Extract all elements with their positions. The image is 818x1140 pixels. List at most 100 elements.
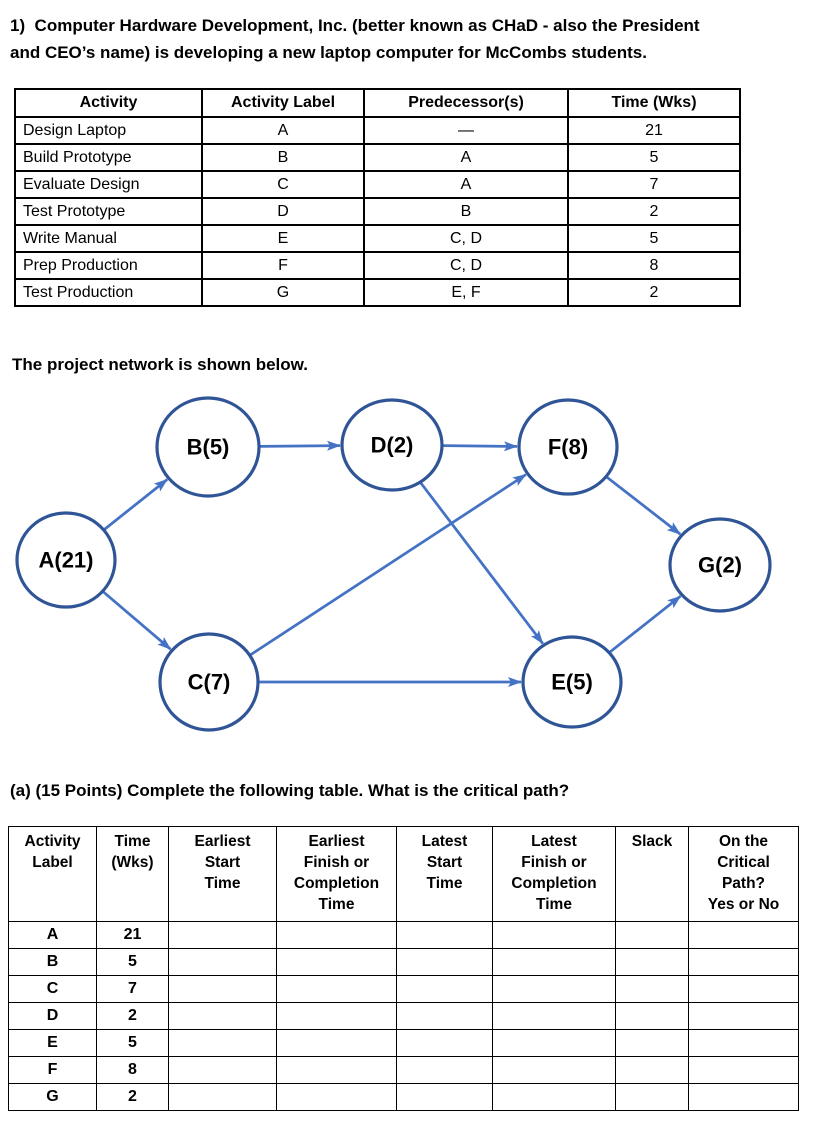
question-points: (15 Points) [35, 781, 123, 800]
activity-cell: E [201, 224, 365, 253]
answer-cell-empty [396, 1056, 493, 1084]
answer-cell: F [8, 1056, 97, 1084]
answer-cell-empty [396, 1002, 493, 1030]
answer-column-header: Time (Wks) [96, 826, 169, 922]
node-label-A: A(21) [38, 548, 93, 573]
activity-cell: 5 [567, 224, 741, 253]
answer-column-header: Activity Label [8, 826, 97, 922]
answer-cell-empty [688, 1083, 799, 1111]
activity-cell: C, D [363, 251, 569, 280]
answer-cell-empty [688, 975, 799, 1003]
node-label-C: C(7) [188, 670, 231, 695]
answer-cell-empty [492, 948, 616, 976]
question-text: Complete the following table. What is th… [122, 781, 570, 800]
edge-A-C [102, 590, 172, 651]
node-A: A(21) [15, 511, 117, 609]
activity-cell: 2 [567, 197, 741, 226]
answer-cell: 5 [96, 1029, 169, 1057]
project-network-diagram: A(21)B(5)C(7)D(2)E(5)F(8)G(2) [15, 396, 772, 732]
answer-cell-empty [492, 921, 616, 949]
node-circle-C [158, 632, 260, 732]
edge-A-B [103, 478, 169, 531]
node-D: D(2) [340, 398, 444, 492]
answer-cell-empty [492, 1083, 616, 1111]
activity-cell: 5 [567, 143, 741, 172]
node-C: C(7) [158, 632, 260, 732]
problem-statement: 1) Computer Hardware Development, Inc. (… [10, 16, 700, 62]
node-circle-E [521, 635, 623, 729]
activity-cell: 2 [567, 278, 741, 307]
activity-cell: A [363, 143, 569, 172]
answer-cell-empty [168, 1083, 277, 1111]
node-B: B(5) [155, 396, 261, 498]
edge-E-G [609, 595, 682, 654]
network-nodes: A(21)B(5)C(7)D(2)E(5)F(8)G(2) [15, 396, 772, 732]
answer-cell-empty [396, 1083, 493, 1111]
answer-cell-empty [688, 921, 799, 949]
answer-cell-empty [492, 1029, 616, 1057]
answer-cell-empty [276, 1002, 397, 1030]
answer-cell-empty [276, 1029, 397, 1057]
answer-cell-empty [276, 975, 397, 1003]
answer-cell: C [8, 975, 97, 1003]
activity-cell: B [201, 143, 365, 172]
answer-cell: G [8, 1083, 97, 1111]
edge-C-F [249, 473, 527, 656]
edge-D-F [442, 441, 519, 452]
answer-column-header: On the Critical Path? Yes or No [688, 826, 799, 922]
node-label-F: F(8) [548, 435, 588, 460]
activity-cell: Design Laptop [14, 116, 203, 145]
answer-cell-empty [615, 1002, 689, 1030]
answer-column-header: Earliest Finish or Completion Time [276, 826, 397, 922]
answer-cell: 8 [96, 1056, 169, 1084]
answer-column-header: Latest Start Time [396, 826, 493, 922]
answer-cell-empty [396, 1029, 493, 1057]
answer-column-header: Earliest Start Time [168, 826, 277, 922]
question-a: (a) (15 Points) Complete the following t… [10, 781, 810, 801]
answer-cell: D [8, 1002, 97, 1030]
node-circle-B [155, 396, 261, 498]
activity-column-header: Activity Label [201, 88, 365, 118]
edge-D-E [419, 482, 544, 645]
answer-cell-empty [615, 1056, 689, 1084]
answer-cell-empty [168, 1029, 277, 1057]
answer-cell-empty [276, 921, 397, 949]
answer-cell-empty [276, 1083, 397, 1111]
answer-cell-empty [492, 1056, 616, 1084]
node-circle-D [340, 398, 444, 492]
answer-cell: 21 [96, 921, 169, 949]
activity-cell: Evaluate Design [14, 170, 203, 199]
activity-cell: F [201, 251, 365, 280]
activity-column-header: Activity [14, 88, 203, 118]
edge-B-D [259, 440, 342, 451]
answer-cell: 2 [96, 1083, 169, 1111]
activity-column-header: Time (Wks) [567, 88, 741, 118]
activity-cell: C, D [363, 224, 569, 253]
activity-cell: Write Manual [14, 224, 203, 253]
answer-cell-empty [396, 921, 493, 949]
answer-cell: 2 [96, 1002, 169, 1030]
activity-cell: — [363, 116, 569, 145]
activity-cell: Prep Production [14, 251, 203, 280]
activity-cell: Test Production [14, 278, 203, 307]
answer-cell: 5 [96, 948, 169, 976]
answer-cell-empty [615, 1083, 689, 1111]
node-label-B: B(5) [187, 435, 230, 460]
answer-cell: B [8, 948, 97, 976]
node-label-G: G(2) [698, 553, 742, 578]
